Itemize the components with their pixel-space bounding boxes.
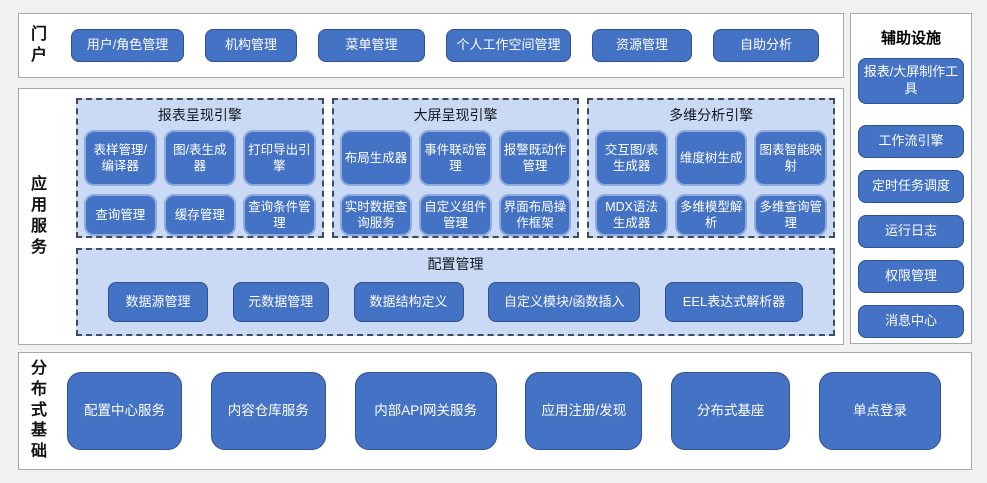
block-ui-layout-framework: 界面布局操作框架 [498,194,572,236]
block-multidim-query-management: 多维查询管理 [754,194,827,236]
config-management-title: 配置管理 [427,256,484,272]
block-interactive-chart-generator: 交互图/表生成器 [595,130,668,186]
block-internal-api-gateway-service: 内部API网关服务 [354,372,497,450]
block-app-register-discovery: 应用注册/发现 [525,372,643,450]
portal-section: 门户 用户/角色管理 机构管理 菜单管理 个人工作空间管理 资源管理 自助分析 [18,13,844,78]
block-alarm-action-management: 报警既动作管理 [498,130,572,186]
block-menu-management: 菜单管理 [318,29,425,62]
block-layout-generator: 布局生成器 [339,130,413,186]
block-dimension-tree-generation: 维度树生成 [674,130,748,186]
block-eel-expression-parser: EEL表达式解析器 [665,282,803,322]
engine-panel-multidim: 多维分析引擎 交互图/表生成器 维度树生成 图表智能映射 MDX语法生成器 多维… [587,98,836,238]
block-realtime-data-query-service: 实时数据查询服务 [339,194,413,236]
app-services-section: 应用服务 报表呈现引擎 表样管理/编译器 图/表生成器 打印导出引擎 查询管理 … [18,88,844,345]
config-management-blocks: 数据源管理 元数据管理 数据结构定义 自定义模块/函数插入 EEL表达式解析器 [90,279,821,325]
block-cache-management: 缓存管理 [163,194,237,236]
block-single-sign-on: 单点登录 [818,372,941,450]
portal-blocks: 用户/角色管理 机构管理 菜单管理 个人工作空间管理 资源管理 自助分析 [71,29,819,62]
engine-panel-report-title: 报表呈现引擎 [157,107,242,123]
block-user-role-management: 用户/角色管理 [71,29,184,62]
block-datasource-management: 数据源管理 [108,282,208,322]
block-config-center-service: 配置中心服务 [67,372,182,450]
block-print-export-engine: 打印导出引擎 [243,130,316,186]
engine-panel-bigscreen: 大屏呈现引擎 布局生成器 事件联动管理 报警既动作管理 实时数据查询服务 自定义… [331,98,580,238]
distributed-blocks: 配置中心服务 内容仓库服务 内部API网关服务 应用注册/发现 分布式基座 单点… [67,372,941,450]
config-management-panel: 配置管理 数据源管理 元数据管理 数据结构定义 自定义模块/函数插入 EEL表达… [76,248,835,336]
auxiliary-facilities-title: 辅助设施 [880,30,941,47]
block-resource-management: 资源管理 [592,29,692,62]
block-data-structure-definition: 数据结构定义 [353,282,464,322]
block-mdx-syntax-generator: MDX语法生成器 [595,194,668,236]
block-scheduled-task-scheduler: 定时任务调度 [858,170,964,203]
block-message-center: 消息中心 [858,305,964,338]
engine-panel-bigscreen-grid: 布局生成器 事件联动管理 报警既动作管理 实时数据查询服务 自定义组件管理 界面… [339,130,572,236]
block-self-service-analysis: 自助分析 [713,29,819,62]
block-multidim-model-parsing: 多维模型解析 [674,194,748,236]
block-chart-smart-mapping: 图表智能映射 [754,130,827,186]
block-event-linkage-management: 事件联动管理 [419,130,492,186]
distributed-foundation-section: 分布式基础 配置中心服务 内容仓库服务 内部API网关服务 应用注册/发现 分布… [18,352,972,470]
auxiliary-blocks: 报表/大屏制作工具 工作流引擎 定时任务调度 运行日志 权限管理 消息中心 [858,58,964,338]
block-workflow-engine: 工作流引擎 [858,125,964,158]
block-permission-management: 权限管理 [858,260,964,293]
block-custom-module-function-insert: 自定义模块/函数插入 [488,282,641,322]
block-query-management: 查询管理 [84,194,157,236]
block-org-management: 机构管理 [205,29,297,62]
portal-label: 门户 [31,25,48,64]
block-run-log: 运行日志 [858,215,964,248]
engine-panel-bigscreen-title: 大屏呈现引擎 [413,107,498,123]
distributed-foundation-label: 分布式基础 [31,360,48,461]
block-report-bigscreen-tool: 报表/大屏制作工具 [858,58,964,104]
app-services-content: 报表呈现引擎 表样管理/编译器 图/表生成器 打印导出引擎 查询管理 缓存管理 … [76,98,836,336]
engine-panels: 报表呈现引擎 表样管理/编译器 图/表生成器 打印导出引擎 查询管理 缓存管理 … [76,98,836,238]
app-services-label: 应用服务 [31,176,48,256]
engine-panel-report: 报表呈现引擎 表样管理/编译器 图/表生成器 打印导出引擎 查询管理 缓存管理 … [76,98,324,238]
engine-panel-report-grid: 表样管理/编译器 图/表生成器 打印导出引擎 查询管理 缓存管理 查询条件管理 [84,130,316,236]
block-chart-table-generator: 图/表生成器 [163,130,237,186]
block-report-style-compiler: 表样管理/编译器 [84,130,157,186]
engine-panel-multidim-grid: 交互图/表生成器 维度树生成 图表智能映射 MDX语法生成器 多维模型解析 多维… [595,130,827,236]
block-personal-workspace-management: 个人工作空间管理 [446,29,571,62]
block-distributed-base: 分布式基座 [671,372,791,450]
auxiliary-facilities-section: 辅助设施 报表/大屏制作工具 工作流引擎 定时任务调度 运行日志 权限管理 消息… [850,13,972,344]
block-metadata-management: 元数据管理 [232,282,329,322]
block-custom-component-management: 自定义组件管理 [419,194,492,236]
block-query-condition-management: 查询条件管理 [243,194,316,236]
engine-panel-multidim-title: 多维分析引擎 [669,107,754,123]
block-content-repository-service: 内容仓库服务 [210,372,326,450]
